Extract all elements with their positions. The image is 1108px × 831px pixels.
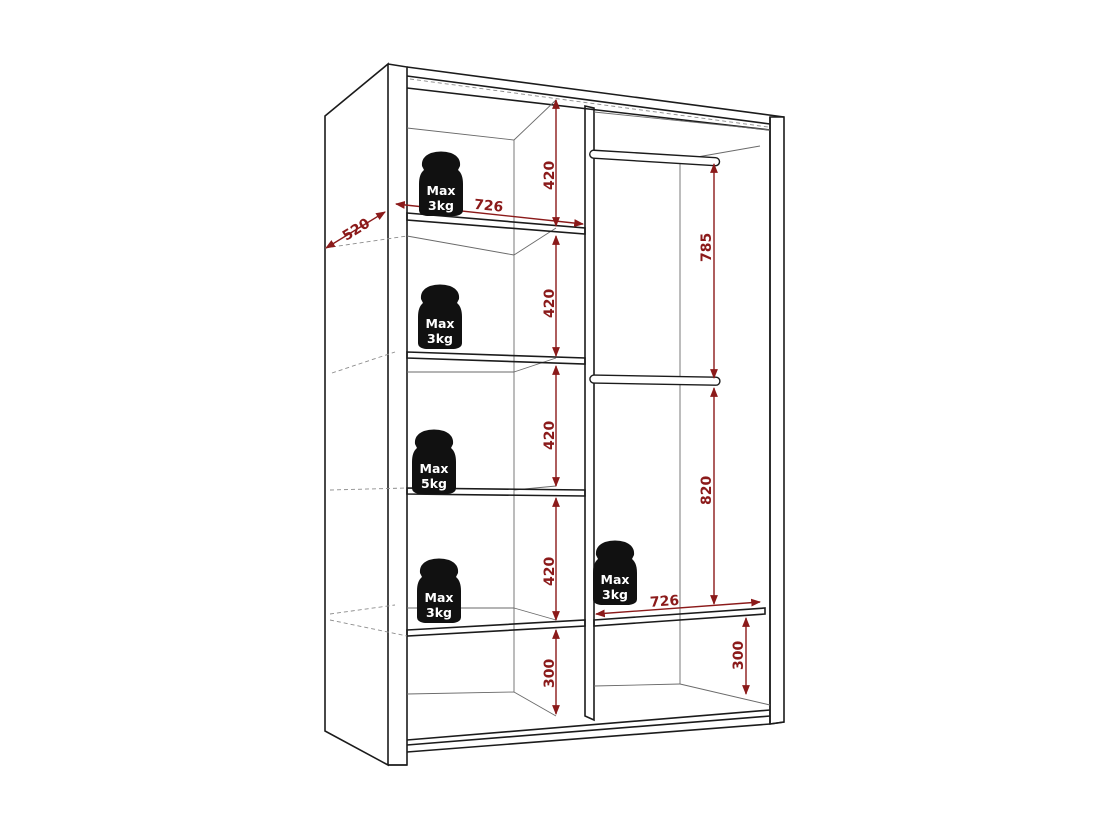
hanging-rail-upper bbox=[589, 149, 721, 167]
shelf-height-1-label: 420 bbox=[542, 161, 558, 190]
svg-text:3kg: 3kg bbox=[427, 331, 453, 346]
dimensions: 520 726 420 420 420 420 300 785 820 300 … bbox=[325, 99, 761, 715]
svg-text:Max: Max bbox=[427, 183, 456, 198]
depth-arrow bbox=[325, 211, 386, 249]
weight-icon-4: Max 3kg bbox=[417, 558, 461, 623]
shelf-height-4-label: 420 bbox=[542, 557, 558, 586]
bottom-height-left-label: 300 bbox=[542, 659, 558, 688]
shelf-height-3-label: 420 bbox=[542, 421, 558, 450]
front-left-post bbox=[387, 63, 408, 766]
front-right-post bbox=[769, 116, 785, 725]
weight-icon-2: Max 3kg bbox=[418, 284, 462, 349]
shelf-width-left-label: 726 bbox=[473, 197, 504, 216]
shelf-width-right-arrow bbox=[595, 598, 761, 618]
svg-text:3kg: 3kg bbox=[428, 198, 454, 213]
svg-text:3kg: 3kg bbox=[426, 605, 452, 620]
svg-text:Max: Max bbox=[420, 461, 449, 476]
rail-gap-lower-label: 820 bbox=[699, 476, 715, 505]
cabinet-body bbox=[324, 62, 785, 767]
depth-label: 520 bbox=[340, 215, 373, 244]
svg-text:3kg: 3kg bbox=[602, 587, 628, 602]
left-compartment bbox=[324, 99, 595, 722]
svg-text:5kg: 5kg bbox=[421, 476, 447, 491]
left-side-panel bbox=[324, 62, 389, 767]
bottom-height-right-label: 300 bbox=[731, 641, 747, 670]
svg-text:Max: Max bbox=[426, 316, 455, 331]
shelf-width-right-label: 726 bbox=[649, 593, 679, 611]
middle-divider bbox=[584, 105, 595, 722]
weight-icon-1: Max 3kg bbox=[419, 151, 463, 216]
weight-icon-5: Max 3kg bbox=[593, 540, 637, 605]
svg-text:Max: Max bbox=[425, 590, 454, 605]
weight-icon-3: Max 5kg bbox=[412, 429, 456, 494]
bottom-rail bbox=[406, 723, 771, 753]
right-compartment bbox=[589, 111, 771, 706]
hanging-rail-lower bbox=[589, 374, 721, 386]
shelf-right-bottom bbox=[593, 607, 766, 627]
shelf-2 bbox=[406, 351, 586, 373]
top-rail bbox=[406, 66, 785, 118]
shelf-height-2-label: 420 bbox=[542, 289, 558, 318]
rail-gap-upper-label: 785 bbox=[699, 233, 715, 262]
svg-text:Max: Max bbox=[601, 572, 630, 587]
shelf-1 bbox=[406, 212, 586, 256]
